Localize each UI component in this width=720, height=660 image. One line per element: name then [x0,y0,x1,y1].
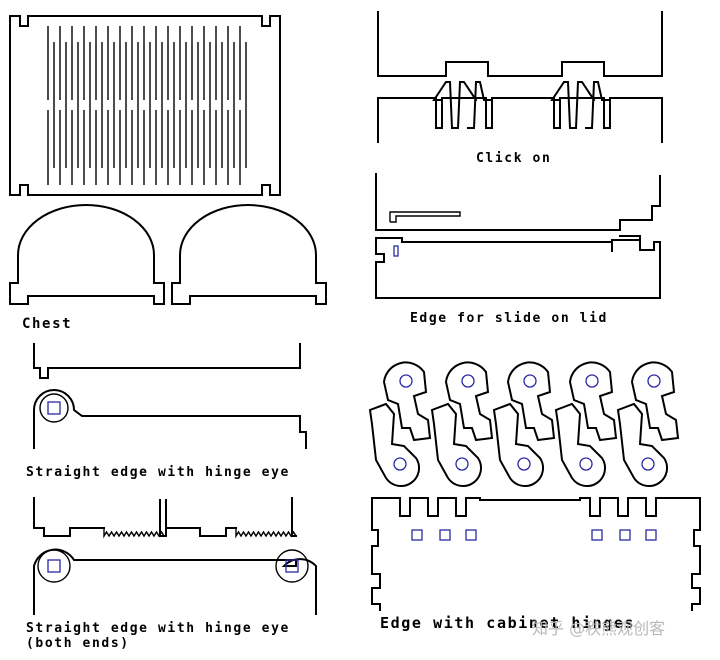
hinge-hole [585,374,599,388]
hinge-eye-label: Straight edge with hinge eye [26,465,290,480]
hinge-arm-lower [368,402,421,487]
hinge-hole [461,374,475,388]
cabinet-hinge-row [368,361,680,487]
hinge-hole [455,457,469,471]
hinge-arm-lower [492,402,545,487]
click-on-label: Click on [476,151,551,166]
hinge-hole [647,374,661,388]
cabinet-hinge-edge [371,497,701,611]
hinge-arm-upper [630,361,680,442]
hinge-arm-lower [430,402,483,487]
hinge-arm-upper [382,361,432,442]
finger-teeth [103,528,297,539]
hinge-eye-joint [33,343,307,449]
watermark-text: 知乎 @秩熊观创客 [532,619,665,638]
hinge-hole [399,374,413,388]
hinge-eye-both-joint [33,497,317,615]
dome-end-left [9,204,165,305]
cabinet-hinge [616,361,680,487]
hinge-hole [393,457,407,471]
hinge-eye-both-label-2: (both ends) [26,636,130,651]
hinge-arm-lower [554,402,607,487]
cabinet-hinge [430,361,494,487]
click-on-joint [377,11,663,143]
cabinet-hinge [492,361,556,487]
cabinet-hinges-label: Edge with cabinet hinges [380,614,635,632]
slide-lid-label: Edge for slide on lid [410,311,608,326]
hinge-hole [523,374,537,388]
slide-lid-joint [375,173,661,299]
hinge-arm-upper [506,361,556,442]
hinge-arm-upper [444,361,494,442]
hinge-slots [47,26,247,185]
dome-end-right [171,204,327,305]
hinge-hole [641,457,655,471]
hinge-hole [579,457,593,471]
hinge-hole [517,457,531,471]
hinge-arm-upper [568,361,618,442]
teeth-left [103,528,165,539]
hinge-arm-lower [616,402,669,487]
cabinet-hinge [368,361,432,487]
living-hinge-panel [9,15,281,196]
hinge-eye-both-label-1: Straight edge with hinge eye [26,621,290,636]
teeth-right [235,528,297,539]
chest-label: Chest [22,316,72,332]
cabinet-hinge [554,361,618,487]
